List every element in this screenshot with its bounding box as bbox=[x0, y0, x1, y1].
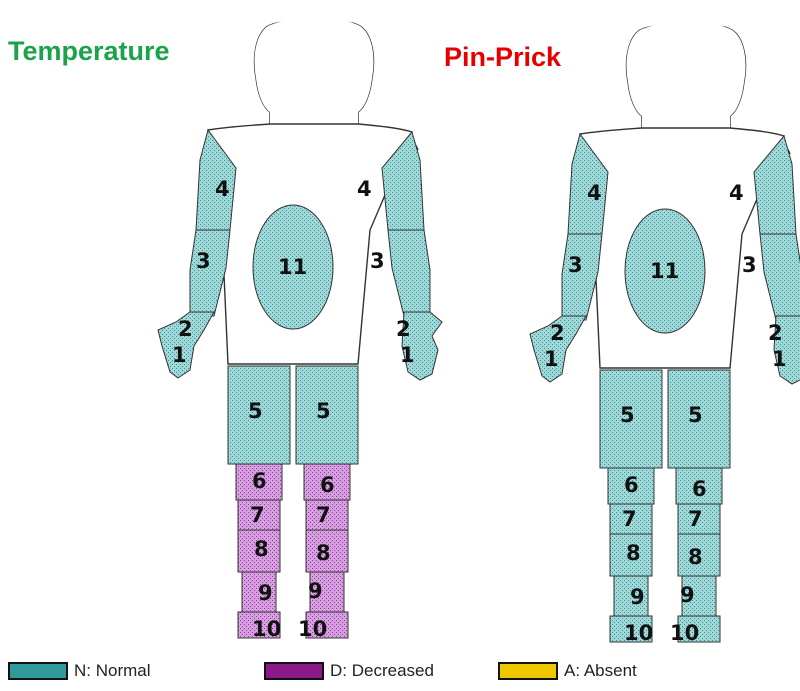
temp-head bbox=[255, 18, 374, 124]
legend-absent: A: Absent bbox=[498, 660, 637, 682]
legend-absent-label: A: Absent bbox=[564, 661, 637, 681]
temp-torso-number: 11 bbox=[278, 255, 307, 279]
pin-left-ankle-number: 9 bbox=[630, 585, 645, 609]
temp-left-foot-number: 10 bbox=[252, 617, 281, 641]
pin-left-knee-number: 6 bbox=[624, 473, 639, 497]
pin-head bbox=[627, 22, 746, 128]
pin-left-upper-arm-number: 4 bbox=[587, 181, 602, 205]
temp-right-forearm bbox=[388, 230, 430, 316]
legend-normal-swatch bbox=[8, 662, 68, 680]
legend-normal-label: N: Normal bbox=[74, 661, 151, 681]
temp-right-upper-arm-number: 4 bbox=[357, 177, 372, 201]
temp-right-hand-upper-number: 2 bbox=[396, 317, 411, 341]
temp-left-knee-number: 6 bbox=[252, 469, 267, 493]
pin-right-thigh-number: 5 bbox=[688, 403, 703, 427]
temp-right-shin-lower-number: 8 bbox=[316, 541, 331, 565]
temp-left-forearm bbox=[190, 230, 230, 316]
temp-right-thigh-number: 5 bbox=[316, 399, 331, 423]
temp-right-foot-number: 10 bbox=[298, 617, 327, 641]
temperature-title: Temperature bbox=[8, 36, 170, 67]
temp-left-forearm-number: 3 bbox=[196, 249, 211, 273]
temp-right-forearm-number: 3 bbox=[370, 249, 385, 273]
temp-left-shin-upper-number: 7 bbox=[250, 503, 265, 527]
pin-right-forearm-number: 3 bbox=[742, 253, 757, 277]
temp-right-ankle-number: 9 bbox=[308, 579, 323, 603]
pin-left-shin-upper-number: 7 bbox=[622, 507, 637, 531]
pin-right-upper-arm-number: 4 bbox=[729, 181, 744, 205]
pin-left-shin-lower-number: 8 bbox=[626, 541, 641, 565]
temp-left-thigh-number: 5 bbox=[248, 399, 263, 423]
temp-left-upper-arm-number: 4 bbox=[215, 177, 230, 201]
pin-right-forearm bbox=[760, 234, 800, 320]
temp-left-hand-upper-number: 2 bbox=[178, 317, 193, 341]
pin-left-forearm bbox=[562, 234, 602, 320]
legend-absent-swatch bbox=[498, 662, 558, 680]
temp-left-ankle-number: 9 bbox=[258, 581, 273, 605]
temp-right-shin-upper-number: 7 bbox=[316, 503, 331, 527]
pin-left-thigh-number: 5 bbox=[620, 403, 635, 427]
legend-decreased-swatch bbox=[264, 662, 324, 680]
pinprick-title: Pin-Prick bbox=[444, 42, 561, 73]
pin-left-foot-number: 10 bbox=[624, 621, 653, 645]
pin-torso-number: 11 bbox=[650, 259, 679, 283]
pin-left-hand-upper-number: 2 bbox=[550, 321, 565, 345]
pin-right-ankle-number: 9 bbox=[680, 583, 695, 607]
temp-right-knee-number: 6 bbox=[320, 473, 335, 497]
pin-right-hand-upper-number: 2 bbox=[768, 321, 783, 345]
pin-left-hand-lower-number: 1 bbox=[544, 347, 559, 371]
pin-right-knee-number: 6 bbox=[692, 477, 707, 501]
temp-right-hand-lower-number: 1 bbox=[400, 343, 415, 367]
temp-left-shin-lower-number: 8 bbox=[254, 537, 269, 561]
pin-right-hand-lower-number: 1 bbox=[772, 347, 787, 371]
pin-right-shin-upper-number: 7 bbox=[688, 507, 703, 531]
pin-right-shin-lower-number: 8 bbox=[688, 545, 703, 569]
legend-decreased: D: Decreased bbox=[264, 660, 434, 682]
legend-normal: N: Normal bbox=[8, 660, 151, 682]
pin-right-foot-number: 10 bbox=[670, 621, 699, 645]
pin-left-forearm-number: 3 bbox=[568, 253, 583, 277]
temp-left-hand-lower-number: 1 bbox=[172, 343, 187, 367]
legend-decreased-label: D: Decreased bbox=[330, 661, 434, 681]
